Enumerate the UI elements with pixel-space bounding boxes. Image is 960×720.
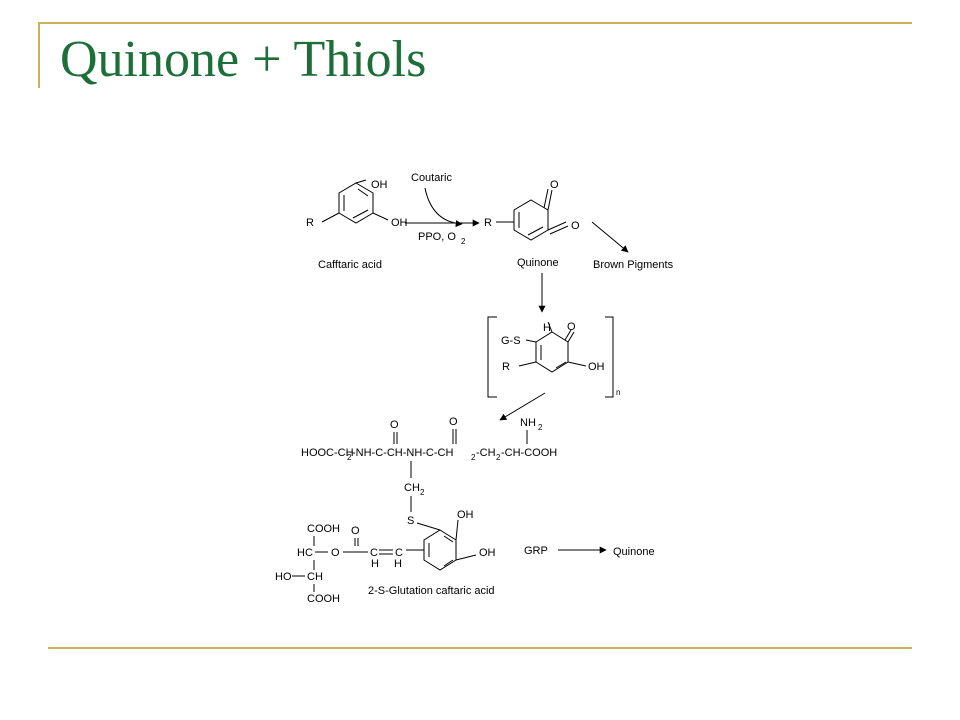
carbonyl-oxygen-label: O: [390, 419, 399, 431]
r-group-label: R: [306, 217, 314, 229]
subscript-2: 2: [496, 453, 501, 462]
r-group-label: R: [502, 361, 510, 373]
carboxyl-label: COOH: [307, 593, 340, 605]
ppo-o2-label: PPO, O: [418, 231, 456, 243]
ester-oxygen-label: O: [331, 547, 340, 559]
carboxyl-label: COOH: [307, 523, 340, 535]
carbonyl-oxygen-label: O: [351, 525, 360, 537]
glutathione-chain-part: -NH-C-CH-NH-C-CH: [352, 447, 453, 459]
top-horizontal-rule: [38, 22, 912, 24]
browning-arrow: [591, 221, 629, 253]
subscript-2: 2: [420, 488, 425, 497]
product-formation-arrow: [499, 392, 546, 421]
glutation-caftaric-label: 2-S-Glutation caftaric acid: [368, 585, 495, 597]
carbonyl-oxygen-label: O: [567, 321, 576, 333]
hydroxyl-label: OH: [371, 179, 388, 191]
vinyl-carbon-label: C: [370, 547, 378, 559]
subscript-2: 2: [461, 237, 466, 246]
subscript-2: 2: [471, 453, 476, 462]
hydroxyl-label: OH: [588, 361, 605, 373]
hydrogen-label: H: [543, 322, 551, 334]
glutathione-chain-part: -CH: [476, 447, 496, 459]
r-group-label: R: [484, 217, 492, 229]
grp-aromatic-ring: [406, 519, 477, 571]
methine-label: HC: [297, 547, 313, 559]
slide-title: Quinone + Thiols: [60, 31, 427, 88]
glutathione-chain-part: HOOC-CH: [301, 447, 354, 459]
carbonyl-oxygen-label: O: [550, 179, 559, 191]
methylene-label: CH: [404, 482, 420, 494]
brown-pigments-label: Brown Pigments: [593, 259, 674, 271]
glutathione-thio-label: G-S: [501, 335, 521, 347]
methine-label: CH: [307, 571, 323, 583]
intermediate-structure: [518, 321, 587, 373]
bottom-horizontal-rule: [48, 647, 912, 649]
glutathione-chain-part: -CH-COOH: [501, 447, 557, 459]
hydrogen-label: H: [371, 558, 379, 570]
coutaric-label: Coutaric: [411, 172, 452, 184]
carbonyl-oxygen-label: O: [449, 416, 458, 428]
hydroxyl-label: OH: [479, 547, 496, 559]
quinone-label: Quinone: [613, 546, 655, 558]
hydrogen-label: H: [394, 558, 402, 570]
caftaric-acid-label: Cafftaric acid: [318, 259, 382, 271]
carbonyl-oxygen-label: O: [571, 220, 580, 232]
subscript-2: 2: [538, 423, 543, 432]
quinone-structure: [496, 188, 569, 241]
hydroxyl-label: OH: [457, 509, 474, 521]
vinyl-carbon-label: C: [395, 547, 403, 559]
grp-label: GRP: [524, 545, 548, 557]
quinone-label: Quinone: [517, 257, 559, 269]
intermediate-bracket: [487, 316, 614, 398]
repeat-count-n: n: [616, 388, 620, 397]
coutaric-curved-arrow: [424, 187, 463, 228]
subscript-2: 2: [347, 453, 352, 462]
hydroxyl-label: HO: [275, 571, 292, 583]
amino-group-label: NH: [520, 417, 536, 429]
caftaric-acid-structure: [321, 179, 389, 224]
top-left-vertical-rule: [38, 22, 40, 88]
hydroxyl-label: OH: [391, 217, 408, 229]
sulfur-label: S: [407, 515, 414, 527]
